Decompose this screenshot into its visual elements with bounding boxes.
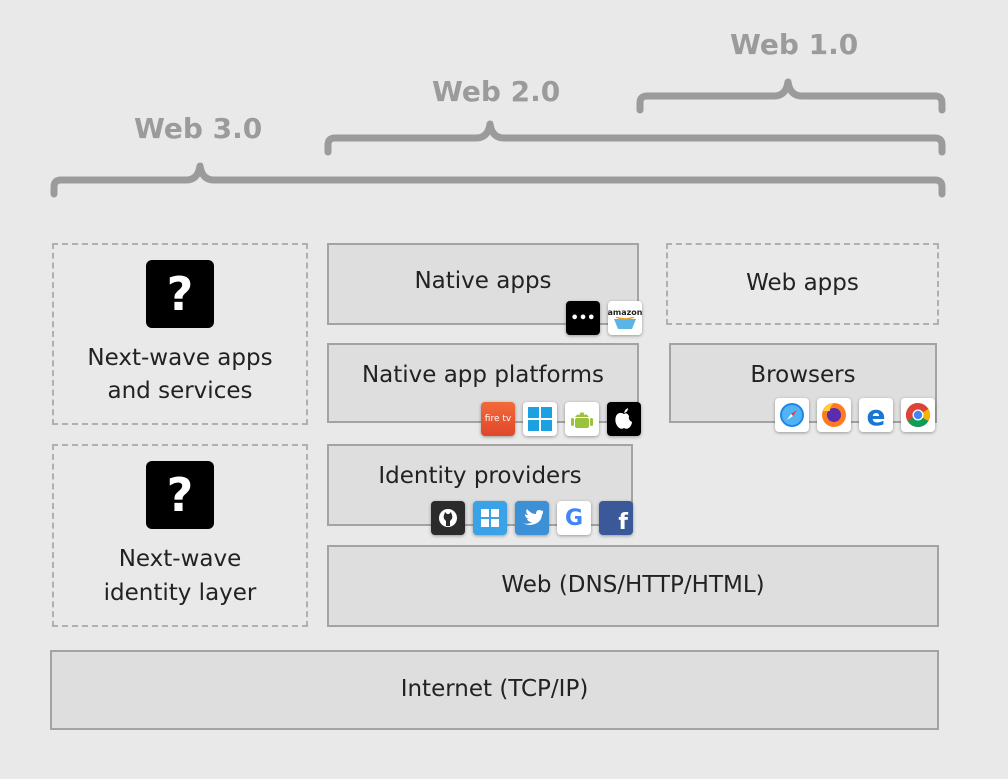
brace-lines <box>50 78 946 198</box>
question-icon: ? <box>146 461 214 530</box>
native-app-store-icons: ••• amazon <box>566 301 642 335</box>
internet-box: Internet (TCP/IP) <box>50 650 939 730</box>
browsers-label: Browsers <box>750 362 856 388</box>
github-icon <box>431 501 465 535</box>
microsoft-icon <box>473 501 507 535</box>
apple-icon <box>607 402 641 436</box>
identity-providers-label: Identity providers <box>378 463 582 489</box>
next-wave-identity-box: ? Next-wave identity layer <box>52 444 308 627</box>
web-3-label: Web 3.0 <box>134 112 263 145</box>
web-1-label: Web 1.0 <box>730 28 859 61</box>
web-apps-label: Web apps <box>746 270 859 297</box>
firefox-icon <box>817 398 851 432</box>
edge-icon: e <box>859 398 893 432</box>
web-2-brace <box>324 120 946 156</box>
google-icon: G <box>557 501 591 535</box>
internet-label: Internet (TCP/IP) <box>400 676 589 703</box>
question-icon: ? <box>145 259 214 328</box>
web-3-brace <box>50 162 946 198</box>
next-wave-identity-label: Next-wave identity layer <box>103 546 257 606</box>
amazon-text: amazon <box>608 307 642 317</box>
android-icon <box>565 402 599 436</box>
native-apps-label: Native apps <box>414 268 552 295</box>
browser-icons: e <box>775 398 935 432</box>
web-1-brace <box>636 78 946 114</box>
amazon-appstore-icon: amazon <box>608 301 642 335</box>
web-box: Web (DNS/HTTP/HTML) <box>327 545 939 627</box>
web-label: Web (DNS/HTTP/HTML) <box>501 572 765 599</box>
chrome-icon <box>901 398 935 432</box>
safari-icon <box>775 398 809 432</box>
windows-icon <box>523 402 557 436</box>
more-apps-icon: ••• <box>566 301 600 335</box>
native-app-platforms-label: Native app platforms <box>361 362 605 388</box>
web-apps-box: Web apps <box>666 243 939 325</box>
next-wave-apps-label: Next-wave apps and services <box>87 344 273 404</box>
next-wave-apps-box: ? Next-wave apps and services <box>52 243 308 425</box>
fire-tv-icon: fire tv <box>481 402 515 436</box>
facebook-icon: f <box>599 501 633 535</box>
identity-provider-icons: G f <box>431 501 633 535</box>
twitter-icon <box>515 501 549 535</box>
platform-icons: fire tv <box>481 402 641 436</box>
web-2-label: Web 2.0 <box>432 75 561 108</box>
